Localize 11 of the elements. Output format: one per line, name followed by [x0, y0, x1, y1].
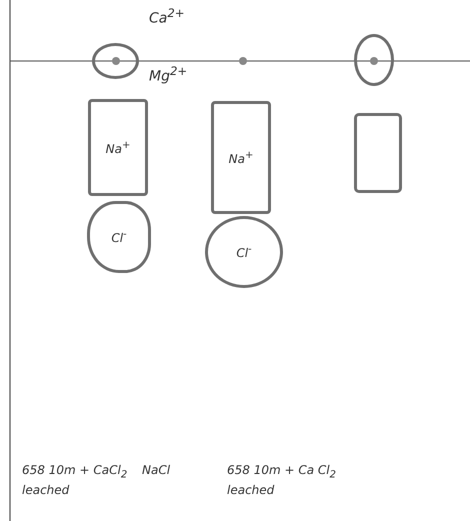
lane-label: 658 10m + Ca Cl$_{2}$ leached — [227, 462, 337, 498]
lane-label: NaCl — [142, 462, 172, 478]
ion-label: Cl$^{-}$ — [111, 229, 127, 245]
ion-label: Na$^{+}$ — [106, 140, 130, 156]
spot-outline — [354, 113, 402, 193]
spot-outline — [211, 101, 271, 214]
spot-outline — [205, 216, 283, 288]
ion-label: Na$^{+}$ — [228, 150, 254, 166]
spot-outline — [87, 201, 151, 273]
spot-outline — [88, 99, 148, 196]
ion-label: Cl$^{-}$ — [236, 244, 252, 260]
